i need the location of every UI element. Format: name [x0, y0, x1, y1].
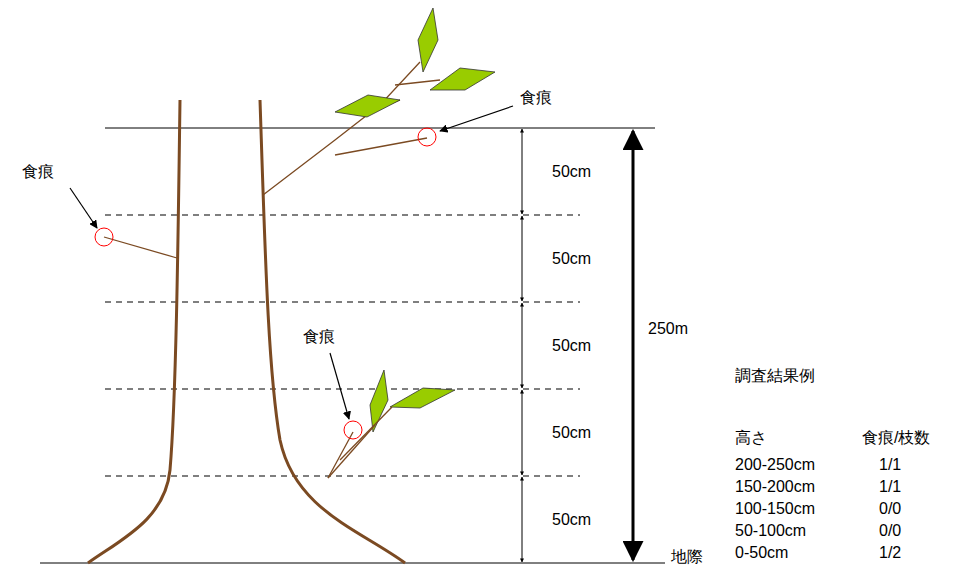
dimension-label: 50cm — [552, 163, 591, 181]
ground-line — [40, 563, 665, 564]
dimension-label: 50cm — [552, 511, 591, 529]
ground-label: 地際 — [671, 548, 703, 566]
callout-label: 食痕 — [303, 328, 335, 346]
left-trunk — [88, 100, 180, 563]
total-height-arrow — [632, 131, 635, 560]
table-cell: 1/1 — [879, 456, 901, 474]
dimension-label: 50cm — [552, 250, 591, 268]
table-cell: 0-50cm — [735, 544, 788, 562]
dimension-label: 50cm — [552, 337, 591, 355]
bite-mark-circle — [95, 128, 436, 439]
dimension-label: 50cm — [552, 424, 591, 442]
dimension-label: 250m — [648, 320, 688, 338]
table-header: 高さ — [735, 429, 767, 447]
right-trunk — [260, 100, 405, 563]
dimension-line — [522, 129, 523, 562]
table-cell: 0/0 — [879, 522, 901, 540]
table-cell: 0/0 — [879, 500, 901, 518]
top-line — [105, 128, 655, 129]
table-cell: 100-150cm — [735, 500, 815, 518]
table-cell: 1/2 — [879, 544, 901, 562]
callout-label: 食痕 — [22, 163, 54, 181]
left-branch — [104, 237, 177, 258]
leaves — [335, 8, 495, 432]
upper-branch — [263, 62, 440, 195]
table-title: 調査結果例 — [735, 367, 815, 385]
table-cell: 50-100cm — [735, 522, 806, 540]
table-cell: 200-250cm — [735, 456, 815, 474]
table-header: 食痕/枝数 — [862, 429, 930, 447]
lower-branch — [328, 407, 392, 478]
callout-label: 食痕 — [520, 89, 552, 107]
table-cell: 150-200cm — [735, 478, 815, 496]
table-cell: 1/1 — [879, 478, 901, 496]
callout-arrows — [70, 106, 513, 419]
